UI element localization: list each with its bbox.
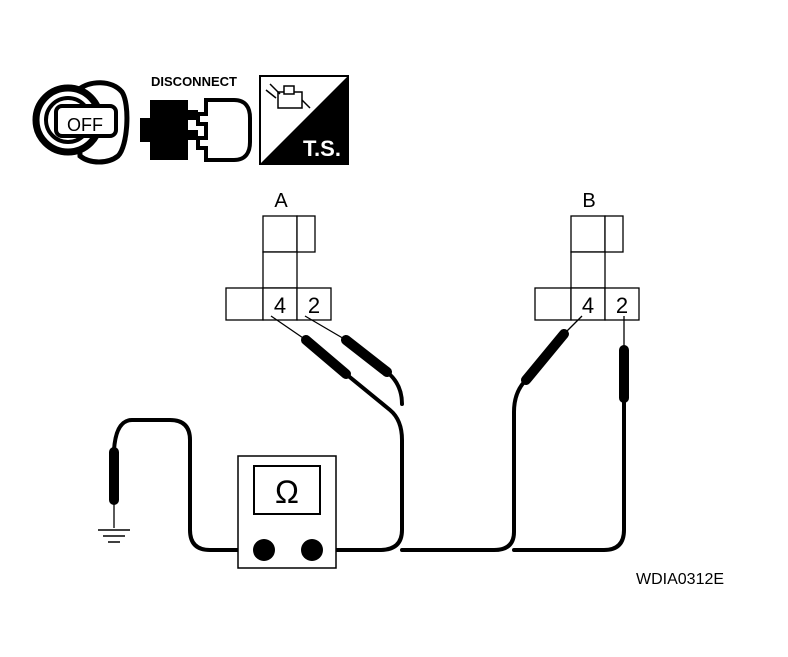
probe-a-terminal-2 bbox=[304, 315, 404, 406]
connector-a-terminal-2-label: 2 bbox=[308, 293, 320, 318]
probe-b-terminal-4 bbox=[400, 315, 583, 552]
connector-b-cell bbox=[570, 251, 606, 289]
tech-support-icon: T.S. bbox=[259, 75, 349, 165]
meter-terminal-right bbox=[301, 539, 323, 561]
ground-probe bbox=[98, 418, 266, 552]
connector-a-terminal-2 bbox=[296, 287, 332, 321]
connector-a-cell bbox=[225, 287, 264, 321]
connector-b-terminal-2 bbox=[604, 287, 640, 321]
connector-a-cell bbox=[262, 251, 298, 289]
meter-terminal-left bbox=[253, 539, 275, 561]
figure-id: WDIA0312E bbox=[636, 571, 724, 588]
connector-b: B 4 2 bbox=[534, 190, 640, 321]
connector-a-terminal-4-label: 4 bbox=[274, 293, 286, 318]
connector-a-label: A bbox=[274, 190, 288, 212]
ohm-symbol: Ω bbox=[275, 474, 299, 510]
connector-a: A 4 2 bbox=[225, 190, 332, 321]
connector-b-cell bbox=[604, 215, 624, 253]
ohmmeter: Ω bbox=[237, 455, 337, 569]
ignition-off-text: OFF bbox=[67, 115, 103, 135]
probe-a-terminal-4 bbox=[270, 315, 404, 552]
ground-symbol-icon bbox=[98, 529, 130, 543]
connector-a-cell bbox=[296, 215, 316, 253]
connector-b-cell bbox=[534, 287, 572, 321]
connector-b-cell bbox=[570, 215, 606, 253]
connector-b-terminal-2-label: 2 bbox=[616, 293, 628, 318]
ignition-off-icon: OFF bbox=[32, 80, 130, 165]
connector-a-cell bbox=[262, 215, 298, 253]
connector-b-label: B bbox=[582, 190, 595, 212]
connector-sketch-icon bbox=[265, 83, 311, 109]
connector-a-terminal-4 bbox=[262, 287, 298, 321]
probe-b-terminal-2 bbox=[512, 316, 629, 552]
connector-b-terminal-4 bbox=[570, 287, 606, 321]
disconnect-icon: DISCONNECT bbox=[140, 74, 252, 162]
disconnect-label: DISCONNECT bbox=[151, 74, 237, 89]
tech-support-text: T.S. bbox=[303, 136, 341, 161]
connector-b-terminal-4-label: 4 bbox=[582, 293, 594, 318]
